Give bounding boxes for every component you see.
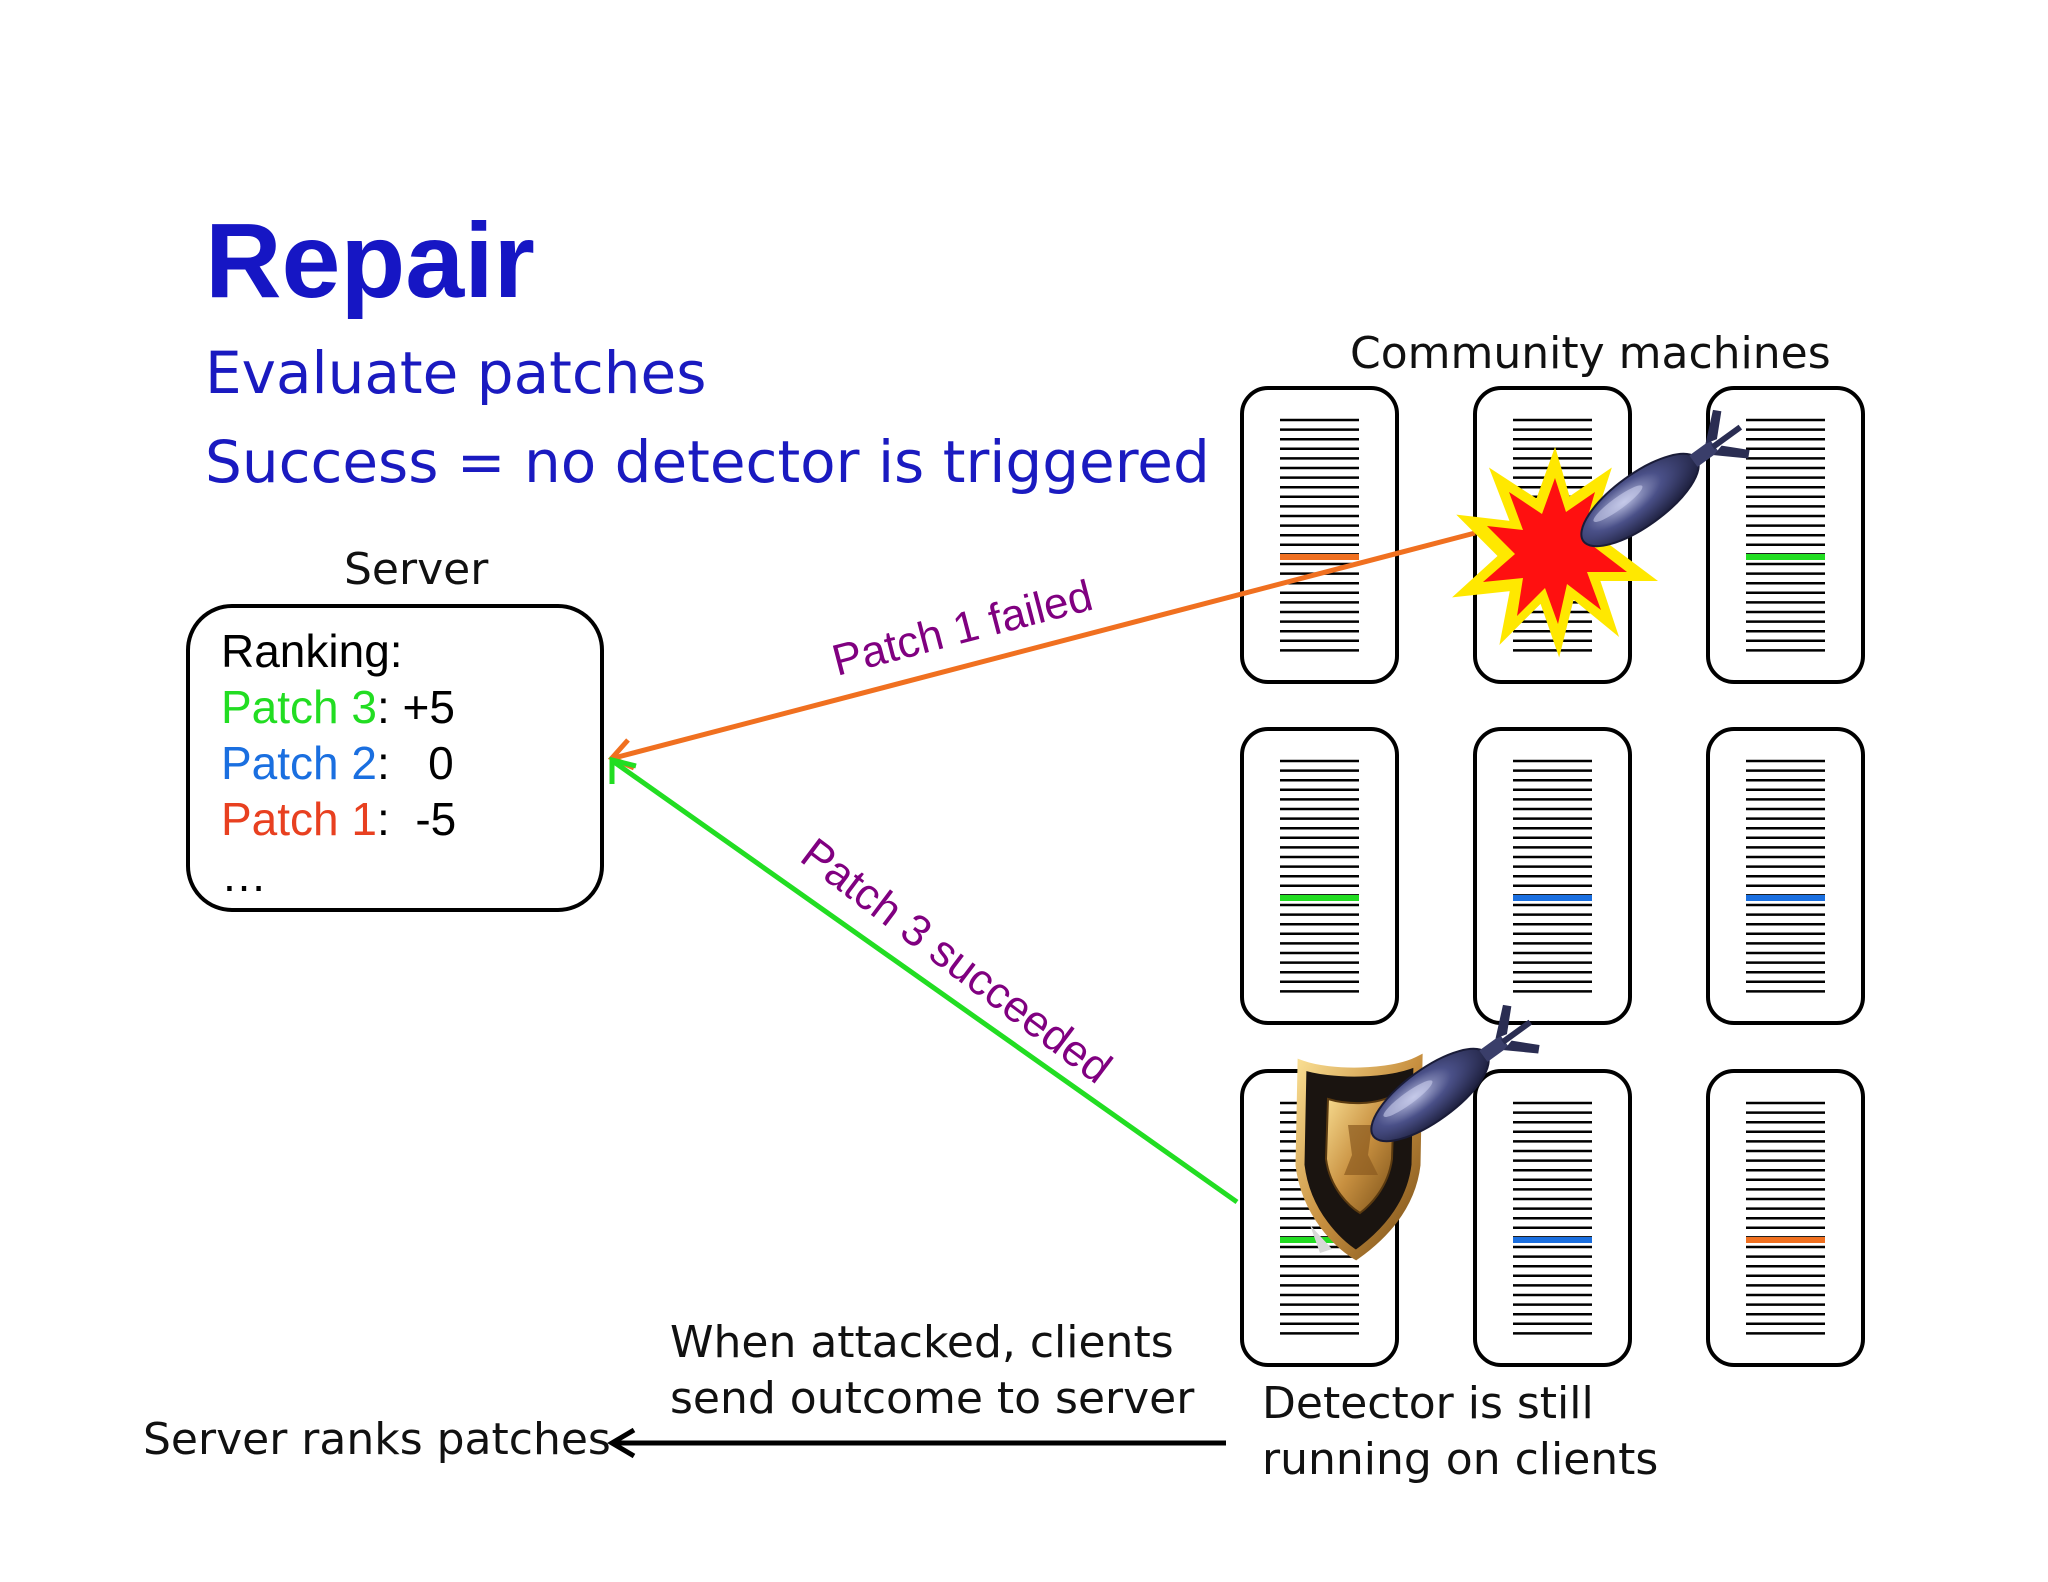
slide-title: Repair [205,202,535,320]
ranking-score: : -5 [377,793,457,845]
ranking-row-patch1: Patch 1: -5 [221,796,456,842]
ranking-patch-name: Patch 2 [221,737,377,789]
bomb-icon [1580,409,1750,548]
server-ranks-note: Server ranks patches [143,1414,611,1465]
bomb-icon [1370,1004,1540,1143]
machine-tower [1706,727,1865,1025]
detector-note: Detector is still running on clients [1262,1376,1658,1488]
ranking-score: : 0 [377,737,454,789]
machine-tower [1240,727,1399,1025]
ranking-header: Ranking: [221,625,403,677]
attack-note-line1: When attacked, clients [670,1317,1174,1368]
machine-tower [1473,727,1632,1025]
patch3-succeeded-arrow [609,756,1239,1205]
subtitle-evaluate: Evaluate patches [205,339,707,407]
ranking-row-patch2: Patch 2: 0 [221,740,454,786]
server-box [186,604,604,912]
ranking-patch-name: Patch 3 [221,681,377,733]
machine-tower [1240,386,1399,684]
machine-tower [1706,386,1865,684]
machine-tower [1473,1069,1632,1367]
subtitle-success: Success = no detector is triggered [205,428,1210,496]
ranking-row-patch3: Patch 3: +5 [221,684,455,730]
community-machines-label: Community machines [1350,328,1831,379]
ranking-score: : +5 [377,681,456,733]
machine-tower [1706,1069,1865,1367]
ranking-ellipsis: … [221,849,267,901]
server-label: Server [344,544,489,595]
detector-note-line1: Detector is still [1262,1378,1594,1429]
attack-note-line2: send outcome to server [670,1373,1195,1424]
outcome-arrow [607,1427,1226,1459]
ranking-patch-name: Patch 1 [221,793,377,845]
detector-note-line2: running on clients [1262,1434,1659,1485]
attack-note: When attacked, clients send outcome to s… [670,1315,1194,1427]
patch3-succeeded-label: Patch 3 succeeded [792,829,1120,1093]
